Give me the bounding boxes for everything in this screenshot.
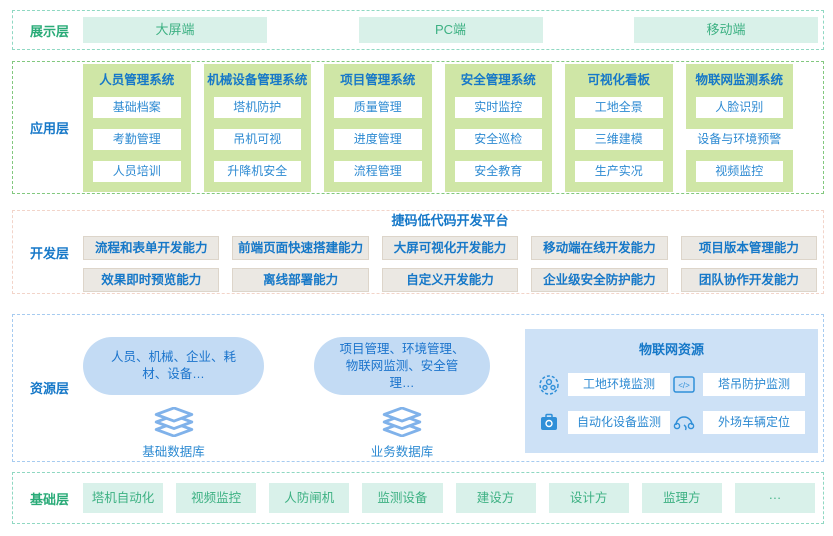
app-column-iot-monitor: 物联网监测系统 人脸识别 设备与环境预警 视频监控 [685,63,793,192]
app-item: 升降机安全 [213,160,301,182]
dev-capability: 移动端在线开发能力 [531,236,668,260]
app-item: 塔机防护 [213,96,301,118]
app-column-title: 项目管理系统 [340,72,416,87]
app-item: 基础档案 [93,96,181,118]
vehicle-locate-icon [673,412,695,434]
base-item-designer: 设计方 [548,483,629,513]
development-layer: 开发层 捷码低代码开发平台 流程和表单开发能力 前端页面快速搭建能力 大屏可视化… [12,210,824,294]
business-database-name: 业务数据库 [370,445,434,459]
code-window-icon: </> [673,374,695,396]
app-column-personnel: 人员管理系统 基础档案 考勤管理 人员培训 [83,63,191,192]
toolbox-icon [538,412,560,434]
display-item-pc: PC端 [358,17,543,43]
dev-capability: 自定义开发能力 [381,268,519,292]
development-content: 捷码低代码开发平台 流程和表单开发能力 前端页面快速搭建能力 大屏可视化开发能力… [83,212,818,292]
base-item-video: 视频监控 [176,483,257,513]
iot-cell: 工地环境监测 [538,373,670,396]
app-column-project: 项目管理系统 质量管理 进度管理 流程管理 [324,63,432,192]
iot-item: 外场车辆定位 [703,411,805,434]
display-layer-label: 展示层 [30,23,70,39]
base-item-monitor-device: 监测设备 [362,483,443,513]
app-column-title: 物联网监测系统 [695,72,783,87]
app-column-safety: 安全管理系统 实时监控 安全巡检 安全教育 [444,63,552,192]
dev-capability: 前端页面快速搭建能力 [232,236,369,260]
svg-text:</>: </> [678,380,690,389]
app-item: 设备与环境预警 [685,128,793,150]
base-layer: 基础层 塔机自动化 视频监控 人防闸机 监测设备 建设方 设计方 监理方 ··· [12,472,824,524]
base-layer-label: 基础层 [30,491,70,507]
dev-capability: 流程和表单开发能力 [83,236,220,260]
iot-item: 塔吊防护监测 [703,373,805,396]
app-item: 流程管理 [334,160,422,182]
dev-capability: 企业级安全防护能力 [531,268,668,292]
dev-capability: 离线部署能力 [232,268,369,292]
iot-cell: 自动化设备监测 [538,411,670,434]
app-column-machinery: 机械设备管理系统 塔机防护 吊机可视 升降机安全 [203,63,311,192]
development-layer-label: 开发层 [30,245,70,261]
app-item: 安全教育 [454,160,542,182]
iot-row-1: 工地环境监测 </> 塔吊防护监测 [525,373,818,396]
display-item-mobile: 移动端 [634,17,818,43]
app-column-title: 人员管理系统 [99,72,175,87]
app-item: 人脸识别 [695,96,783,118]
platform-title: 捷码低代码开发平台 [391,213,509,228]
iot-cell: </> 塔吊防护监测 [673,373,805,396]
iot-item: 工地环境监测 [568,373,670,396]
app-item: 安全巡检 [454,128,542,150]
base-item-more: ··· [734,483,815,513]
development-row-2: 效果即时预览能力 离线部署能力 自定义开发能力 企业级安全防护能力 团队协作开发… [83,268,818,292]
iot-cell: 外场车辆定位 [673,411,805,434]
business-database-bubble: 项目管理、环境管理、物联网监测、安全管理… [314,337,490,395]
base-item-tower-crane: 塔机自动化 [83,483,164,513]
application-layer: 应用层 人员管理系统 基础档案 考勤管理 人员培训 机械设备管理系统 塔机防护 … [12,61,824,194]
basic-database-group: 人员、机械、企业、耗材、设备… 基础数据库 [83,337,264,460]
app-item: 生产实况 [575,160,663,182]
iot-resources-panel: 物联网资源 工地环境监测 [525,329,818,453]
app-column-title: 机械设备管理系统 [207,72,308,87]
basic-database-bubble: 人员、机械、企业、耗材、设备… [83,337,264,395]
application-columns: 人员管理系统 基础档案 考勤管理 人员培训 机械设备管理系统 塔机防护 吊机可视… [83,63,793,192]
base-item-supervisor: 监理方 [641,483,722,513]
app-item: 实时监控 [454,96,542,118]
display-layer: 展示层 大屏端 PC端 移动端 [12,10,824,50]
resource-layer: 资源层 人员、机械、企业、耗材、设备… 基础数据库 项目管理、环境管理、物联网监… [12,314,824,462]
iot-resources-title: 物联网资源 [638,342,704,357]
app-item: 进度管理 [334,128,422,150]
app-item: 视频监控 [695,160,783,182]
dev-capability: 项目版本管理能力 [680,236,818,260]
layers-icon [379,406,425,438]
base-items: 塔机自动化 视频监控 人防闸机 监测设备 建设方 设计方 监理方 ··· [83,483,815,513]
application-layer-label: 应用层 [30,121,70,136]
base-item-gate: 人防闸机 [269,483,350,513]
iot-row-2: 自动化设备监测 外场车辆定位 [525,411,818,434]
display-items: 大屏端 PC端 移动端 [83,17,818,43]
app-item: 考勤管理 [93,128,181,150]
app-column-title: 可视化看板 [587,72,650,87]
display-item-big-screen: 大屏端 [83,17,267,43]
app-item: 吊机可视 [213,128,301,150]
app-item: 质量管理 [334,96,422,118]
environment-monitor-icon [538,374,560,396]
iot-item: 自动化设备监测 [568,411,670,434]
layers-icon [151,406,197,438]
dev-capability: 效果即时预览能力 [83,268,220,292]
business-database-group: 项目管理、环境管理、物联网监测、安全管理… 业务数据库 [314,337,490,460]
basic-database-name: 基础数据库 [142,445,205,459]
dev-capability: 大屏可视化开发能力 [381,236,519,260]
resource-layer-label: 资源层 [30,381,70,396]
app-item: 三维建模 [575,128,663,150]
development-row-1: 流程和表单开发能力 前端页面快速搭建能力 大屏可视化开发能力 移动端在线开发能力… [83,236,818,260]
dev-capability: 团队协作开发能力 [680,268,818,292]
app-column-title: 安全管理系统 [460,72,536,87]
app-item: 工地全景 [575,96,663,118]
app-column-dashboard: 可视化看板 工地全景 三维建模 生产实况 [565,63,673,192]
app-item: 人员培训 [93,160,181,182]
base-item-builder: 建设方 [455,483,536,513]
